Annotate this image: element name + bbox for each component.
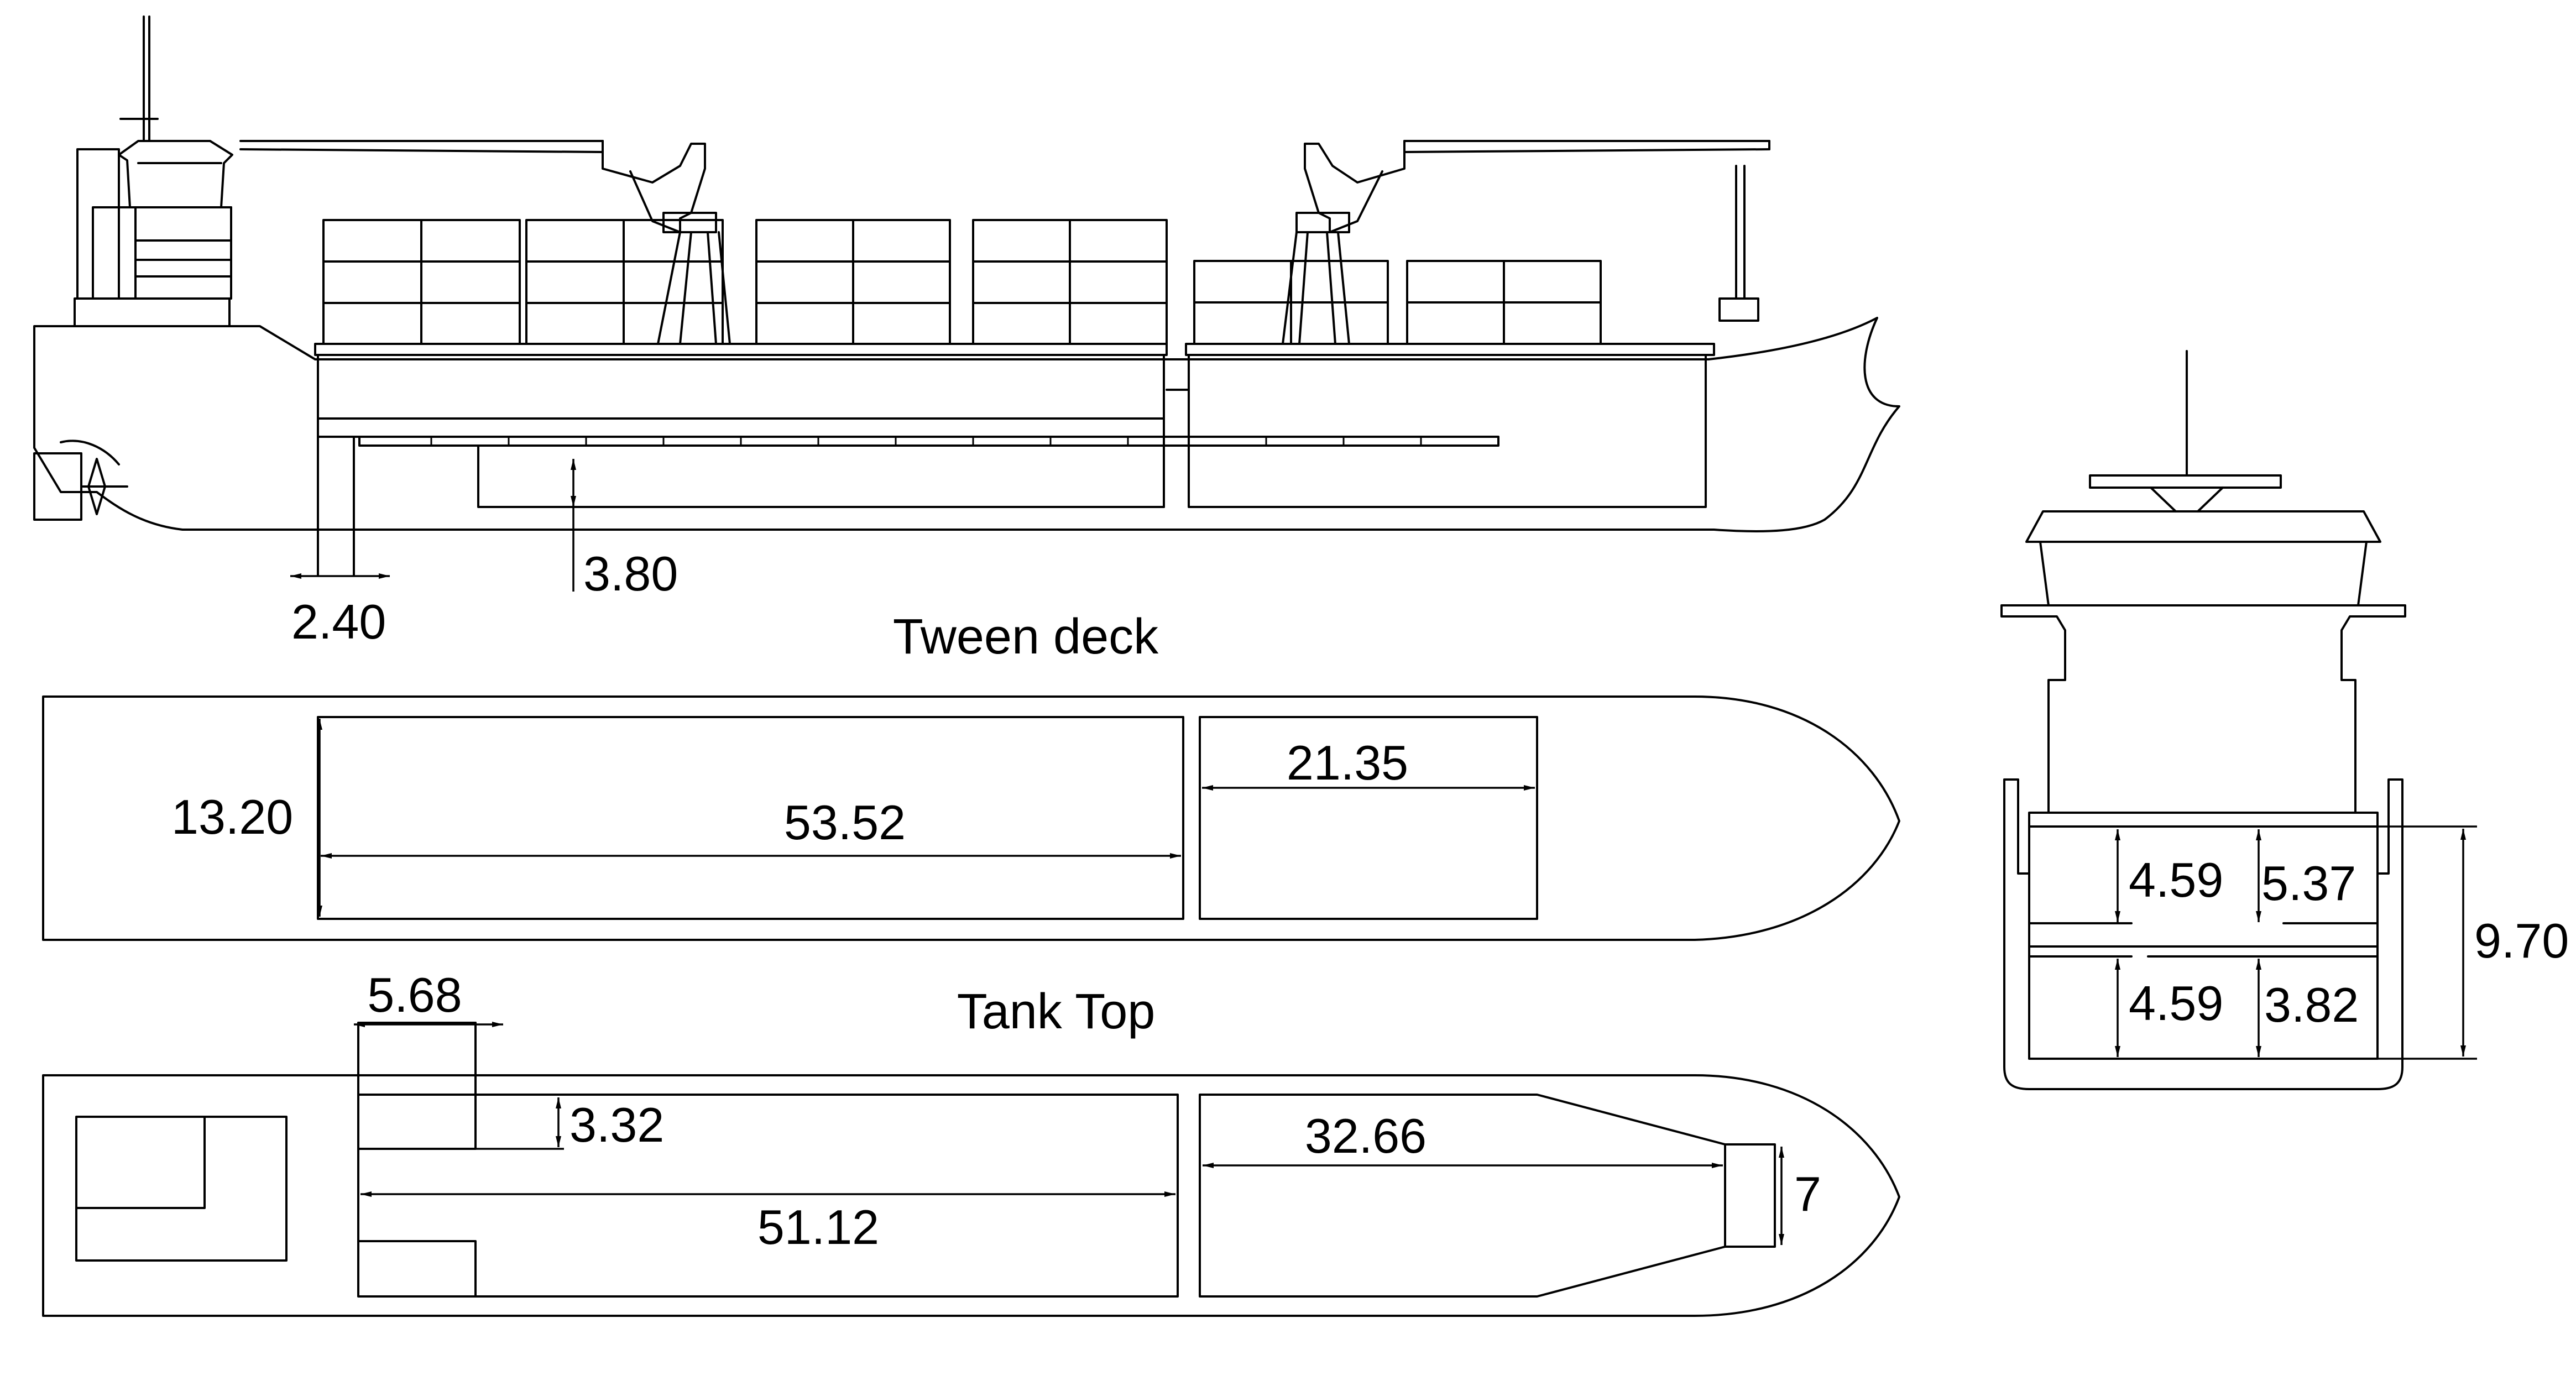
dim-tank-bow-width: 7 <box>1794 1167 1821 1221</box>
tank-top-plan: Tank Top 5.68 3.32 51.12 32.66 7 <box>42 967 1900 1317</box>
hatch-cover <box>2025 510 2381 543</box>
dim-tween-hold2-length: 21.35 <box>1287 735 1408 790</box>
deck-containers <box>322 219 1602 345</box>
rudder <box>33 452 82 521</box>
dim-tank-hold1-length: 51.12 <box>757 1200 879 1254</box>
dim-section-total-depth: 9.70 <box>2474 913 2569 968</box>
forward-crane <box>1282 140 1770 345</box>
dim-tank-recess-depth: 3.32 <box>569 1097 664 1152</box>
dim-section-lower-right: 3.82 <box>2264 977 2359 1032</box>
tween-deck-line <box>358 436 1499 447</box>
hull-section <box>2003 778 2403 1090</box>
tween-hold-2 <box>1199 716 1538 920</box>
midship-section-view: 4.59 5.37 4.59 3.82 9.70 <box>2000 350 2569 1090</box>
side-profile-view: 2.40 3.80 <box>33 15 1900 649</box>
main-deck <box>314 343 1168 356</box>
dim-profile-height: 3.80 <box>583 546 678 601</box>
dim-tank-hold2-length: 32.66 <box>1305 1108 1427 1163</box>
hatch-pontoon <box>2028 812 2379 828</box>
dim-tank-recess-width: 5.68 <box>367 967 462 1022</box>
hatch-coaming <box>2000 604 2406 814</box>
tween-hold-1 <box>317 716 1184 920</box>
aft-crane <box>239 140 731 345</box>
tank-hold-2 <box>1199 1094 1776 1298</box>
tween-deck-hull <box>42 695 1900 941</box>
tween-deck-plan: Tween deck 13.20 53.52 21.35 <box>42 609 1900 941</box>
lower-aft-hold <box>477 444 1165 508</box>
tank-top-hull <box>42 1074 1900 1317</box>
funnel <box>118 140 233 208</box>
dim-section-upper-right: 5.37 <box>2261 856 2356 911</box>
engine-room-box <box>75 1116 288 1262</box>
tween-deck-title: Tween deck <box>893 609 1159 665</box>
tank-top-title: Tank Top <box>957 984 1156 1039</box>
hull-outline <box>33 317 1900 532</box>
superstructure <box>74 297 231 327</box>
forward-hold <box>1188 354 1707 508</box>
dim-section-lower-left: 4.59 <box>2129 976 2223 1031</box>
main-deck-forward <box>1185 343 1715 356</box>
dim-section-upper-left: 4.59 <box>2129 852 2223 907</box>
dim-tween-beam: 13.20 <box>171 789 293 844</box>
dim-profile-width: 2.40 <box>291 594 386 649</box>
tank-hold-1 <box>357 1022 1179 1298</box>
dim-tween-hold1-length: 53.52 <box>784 795 906 850</box>
aft-hold <box>317 354 1165 420</box>
